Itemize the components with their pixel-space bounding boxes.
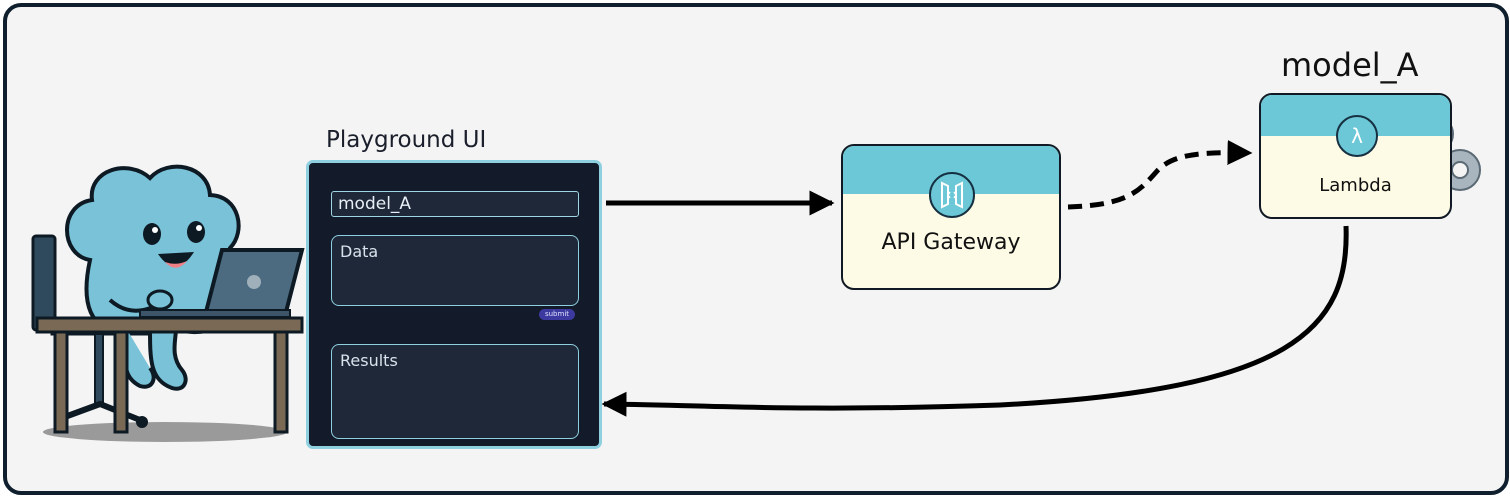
- results-area: Results: [331, 344, 579, 439]
- lambda-model-title: model_A: [1281, 46, 1419, 84]
- submit-button[interactable]: submit: [539, 309, 575, 320]
- svg-text:λ: λ: [1351, 124, 1363, 148]
- model-input[interactable]: model_A: [331, 191, 579, 217]
- lambda-icon: λ: [1336, 115, 1378, 157]
- api-gateway-icon: [929, 172, 975, 218]
- invoke-arrow: [1067, 140, 1253, 210]
- playground-panel: model_A Data submit Results: [306, 160, 602, 449]
- data-label: Data: [340, 242, 379, 261]
- lambda-label: Lambda: [1319, 175, 1392, 196]
- lambda-node: λ Lambda: [1259, 93, 1452, 219]
- results-label: Results: [340, 351, 398, 370]
- response-arrow: [601, 225, 1349, 417]
- api-gateway-label: API Gateway: [881, 230, 1021, 255]
- api-gateway-node: API Gateway: [841, 144, 1061, 290]
- cloud-mascot-at-laptop-icon: [31, 164, 305, 442]
- playground-title: Playground UI: [326, 127, 487, 153]
- data-textarea[interactable]: Data: [331, 235, 579, 306]
